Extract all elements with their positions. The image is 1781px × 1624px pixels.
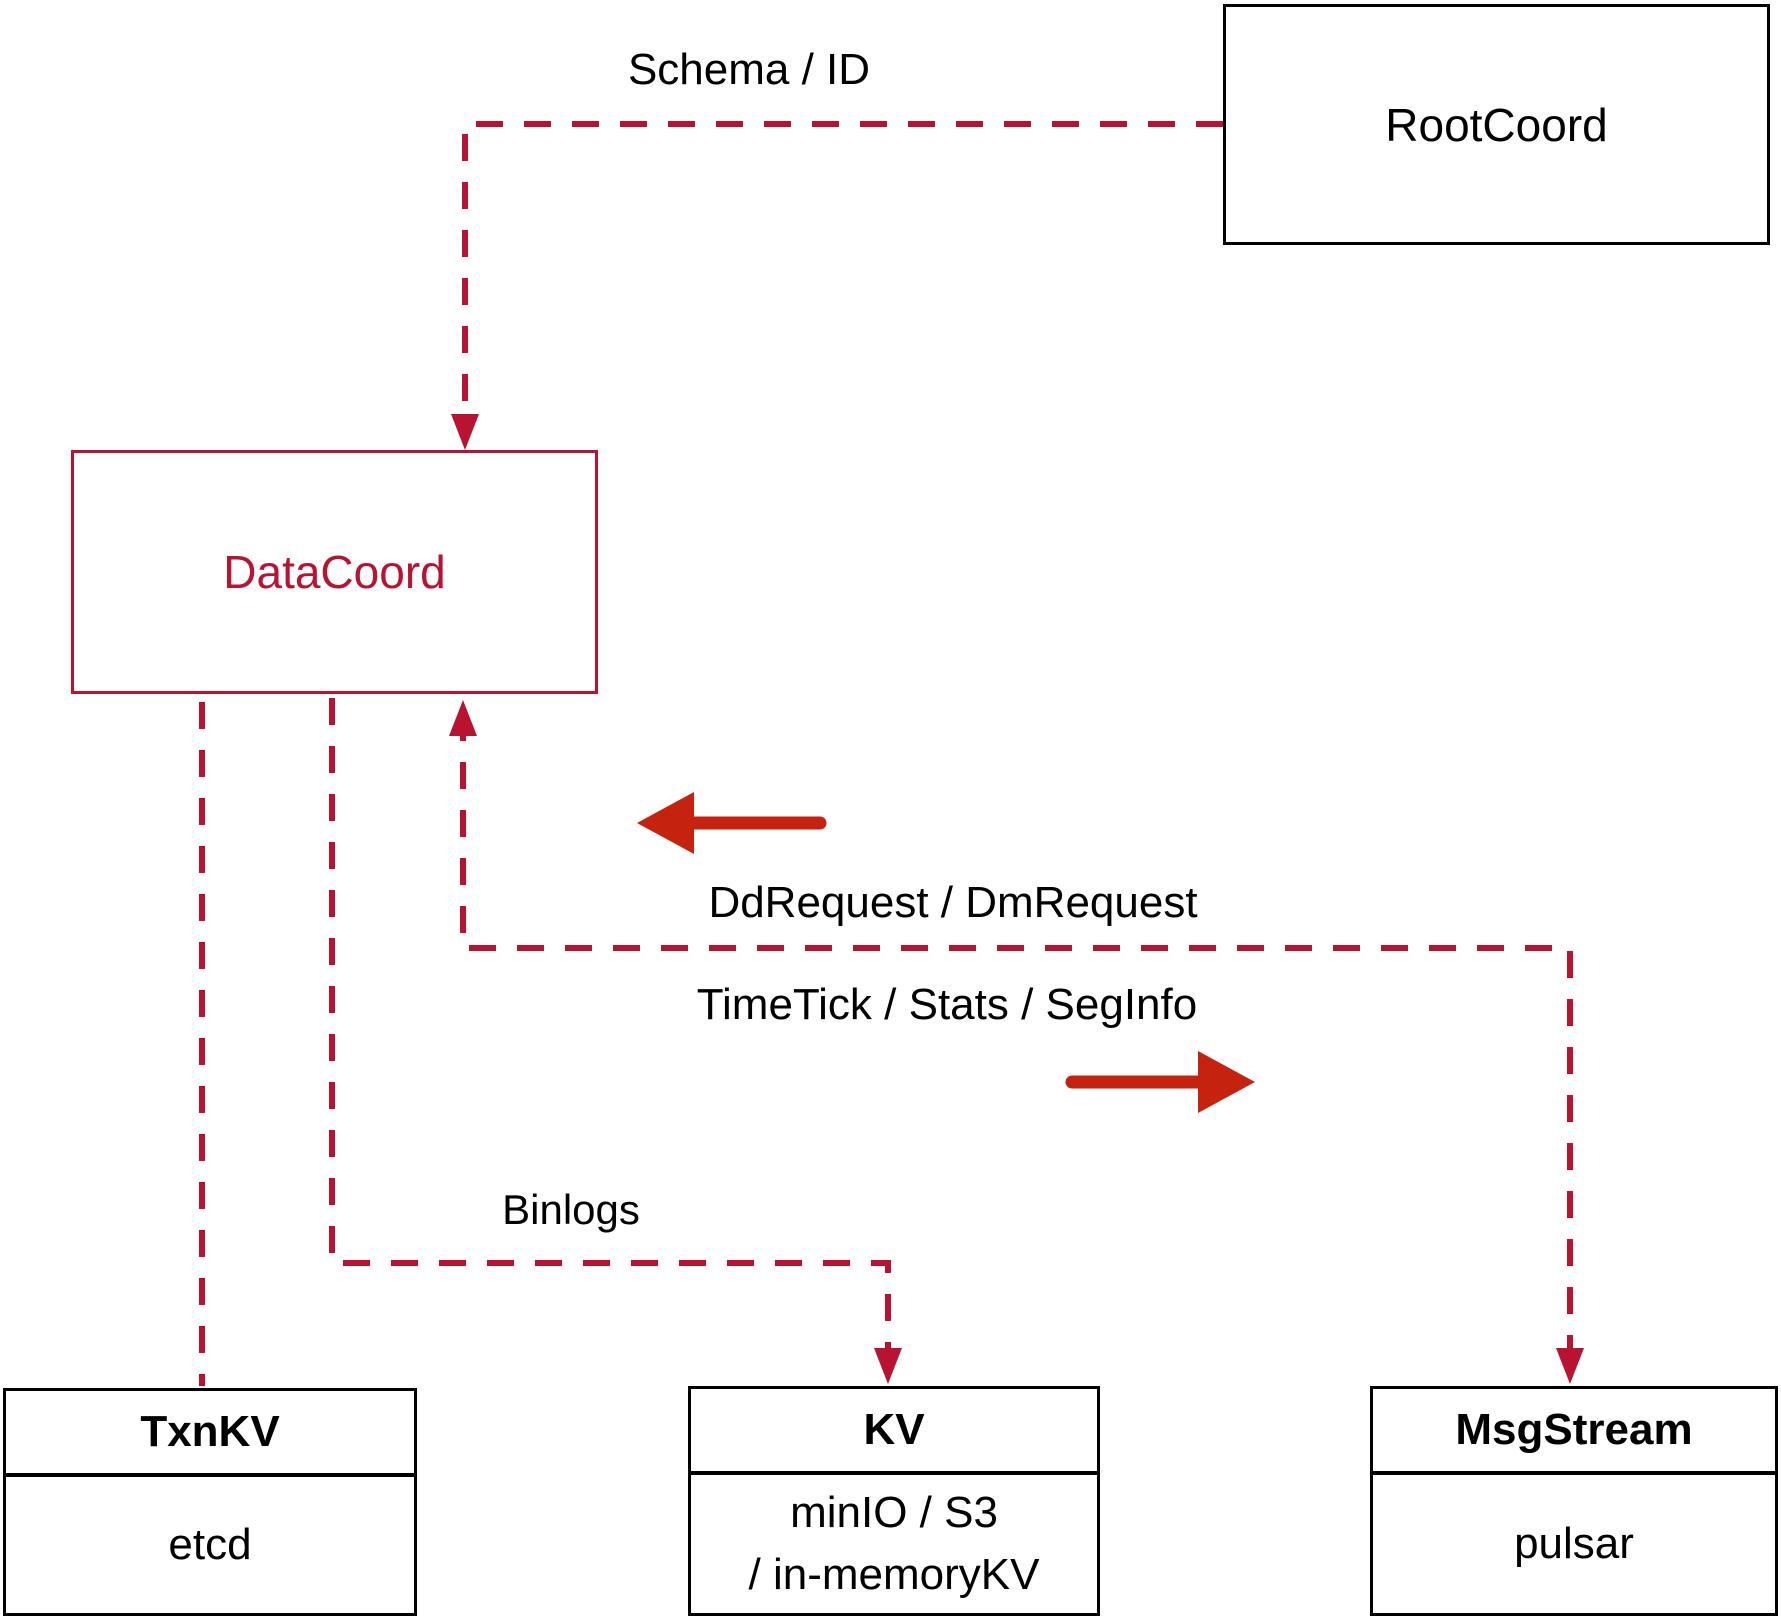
edge-schema-id-dashed-line: [462, 121, 1223, 440]
edge-label-schema-id: Schema / ID: [627, 45, 871, 94]
edge-label-ddrequest: DdRequest / DmRequest: [708, 878, 1198, 927]
node-kv-title: KV: [691, 1389, 1097, 1475]
node-msgstream-body: pulsar: [1514, 1519, 1634, 1569]
edge-requests-arrowhead-down: [1556, 1348, 1584, 1384]
edge-binlogs-dashed-line: [329, 698, 891, 1374]
node-datacoord: DataCoord: [71, 450, 598, 694]
node-rootcoord-label: RootCoord: [1385, 98, 1608, 151]
edge-schema-id-arrowhead-down: [451, 414, 479, 450]
edge-label-binlogs: Binlogs: [502, 1186, 640, 1233]
node-txnkv: TxnKV etcd: [3, 1388, 417, 1616]
node-datacoord-label: DataCoord: [223, 546, 446, 598]
node-rootcoord: RootCoord: [1223, 4, 1770, 245]
node-msgstream: MsgStream pulsar: [1370, 1386, 1778, 1616]
edge-requests-arrowhead-up: [449, 700, 477, 736]
node-kv-body-line2: / in-memoryKV: [748, 1550, 1040, 1599]
node-txnkv-title: TxnKV: [6, 1391, 414, 1477]
node-txnkv-body: etcd: [168, 1520, 252, 1570]
node-msgstream-title: MsgStream: [1373, 1389, 1775, 1475]
direction-arrow-left-head: [637, 792, 694, 854]
edge-label-timetick: TimeTick / Stats / SegInfo: [696, 980, 1198, 1029]
node-kv-body-line1: minIO / S3: [790, 1488, 998, 1538]
edge-requests-dashed-line: [460, 714, 1573, 1374]
node-kv: KV minIO / S3 / in-memoryKV: [688, 1386, 1100, 1616]
edge-binlogs-arrowhead-down: [874, 1348, 902, 1384]
direction-arrow-right-head: [1198, 1051, 1255, 1113]
